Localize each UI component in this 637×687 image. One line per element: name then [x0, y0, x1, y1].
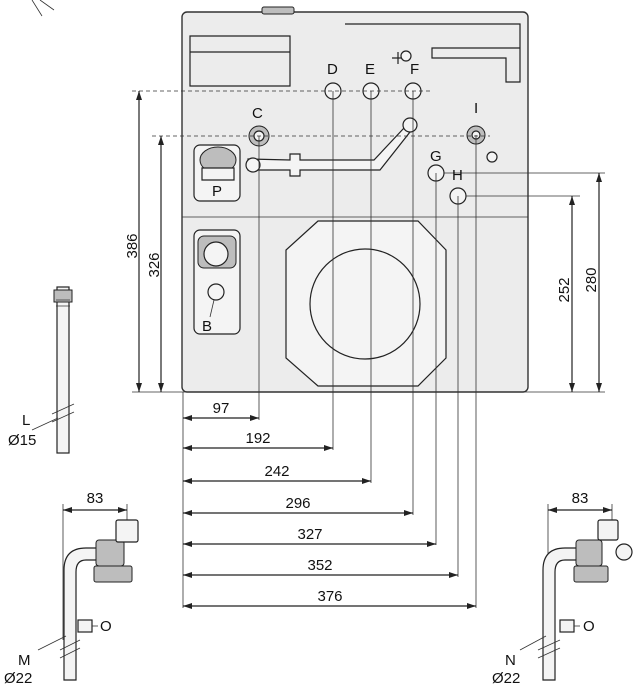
- label-M: M: [18, 652, 31, 669]
- dim-192: 192: [245, 430, 270, 447]
- upper-panel: [189, 35, 291, 87]
- label-D: D: [327, 61, 338, 78]
- dim-280: 280: [583, 267, 600, 292]
- dim-296: 296: [285, 495, 310, 512]
- detail-L: [31, 286, 75, 454]
- label-N: N: [505, 652, 516, 669]
- detail-M: [37, 504, 139, 681]
- dim-386: 386: [124, 233, 141, 258]
- part-P-body: [201, 167, 235, 181]
- top-knob: [261, 6, 295, 15]
- small-hole: [486, 151, 498, 163]
- vertical-dim-lines: [136, 91, 602, 392]
- detail-N: [519, 504, 633, 681]
- leader-lines: [182, 91, 477, 608]
- dim-97: 97: [213, 400, 230, 417]
- horizontal-dim-lines: [183, 415, 476, 609]
- part-B: [207, 283, 225, 301]
- label-I: I: [474, 100, 478, 117]
- corner-sketch: [31, 0, 55, 17]
- dim-242: 242: [264, 463, 289, 480]
- label-O-left: O: [100, 618, 112, 635]
- label-G: G: [430, 148, 442, 165]
- part-A-ring: [203, 241, 229, 267]
- label-L-dia: Ø15: [8, 432, 36, 449]
- chamber-window: [309, 248, 421, 360]
- dim-326: 326: [146, 252, 163, 277]
- label-P: P: [212, 183, 222, 200]
- dim-252: 252: [556, 277, 573, 302]
- dim-376: 376: [317, 588, 342, 605]
- right-top-pipe: [345, 23, 521, 83]
- label-H: H: [452, 167, 463, 184]
- dim-352: 352: [307, 557, 332, 574]
- label-O-right: O: [583, 618, 595, 635]
- label-B: B: [202, 318, 212, 335]
- dim-327: 327: [297, 526, 322, 543]
- label-F: F: [410, 61, 419, 78]
- label-N-dia: Ø22: [492, 670, 520, 687]
- label-M-dia: Ø22: [4, 670, 32, 687]
- label-E: E: [365, 61, 375, 78]
- dim-83-right: 83: [572, 490, 589, 507]
- extension-lines: [132, 90, 605, 393]
- label-L: L: [22, 412, 30, 429]
- dim-83-left: 83: [87, 490, 104, 507]
- label-C: C: [252, 105, 263, 122]
